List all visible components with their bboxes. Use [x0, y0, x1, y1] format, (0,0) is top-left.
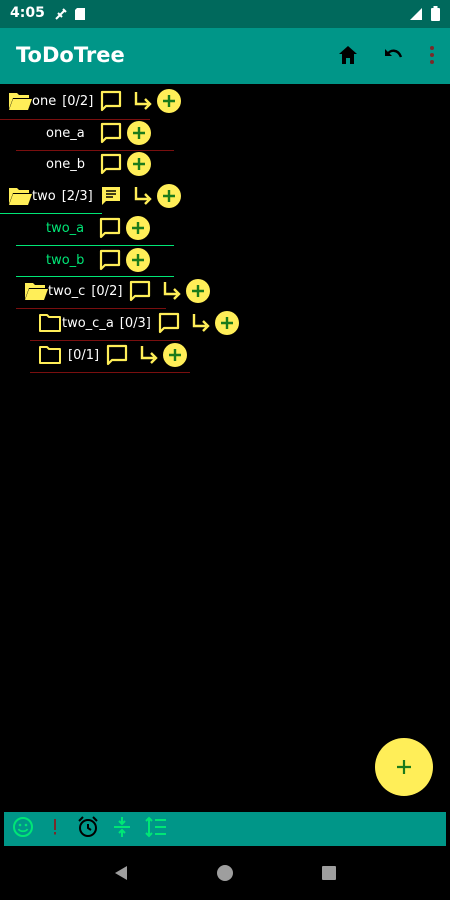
tree-count: [0/3]	[119, 315, 151, 331]
tree-count: [0/2]	[62, 93, 94, 109]
system-nav-bar	[0, 850, 450, 900]
folder-open-icon[interactable]	[24, 281, 48, 301]
tree-row-two-c-a[interactable]: two_c_a [0/3]	[38, 307, 239, 339]
subdirectory-arrow-icon[interactable]	[131, 90, 153, 112]
tree-label[interactable]: one	[32, 93, 57, 109]
tree-row-two-b[interactable]: two_b	[46, 244, 151, 276]
comment-icon[interactable]	[98, 248, 122, 272]
tree-label[interactable]: two_a	[46, 220, 85, 236]
sd-card-icon	[74, 6, 86, 25]
back-icon[interactable]	[113, 865, 129, 885]
undo-icon[interactable]	[382, 43, 406, 71]
comment-icon[interactable]	[98, 216, 122, 240]
folder-icon[interactable]	[38, 313, 62, 333]
tree-row-unnamed[interactable]: [0/1]	[38, 339, 188, 371]
app-bar: ToDoTree	[0, 28, 450, 84]
smiley-icon[interactable]	[12, 816, 34, 842]
tree-row-one-b[interactable]: one_b	[46, 148, 151, 180]
usb-debug-icon	[54, 6, 68, 25]
subdirectory-arrow-icon[interactable]	[137, 344, 159, 366]
add-circle-icon[interactable]	[163, 343, 188, 367]
more-vert-icon[interactable]	[428, 43, 436, 71]
add-circle-icon[interactable]	[214, 311, 239, 335]
folder-open-icon[interactable]	[8, 186, 32, 206]
folder-icon[interactable]	[38, 345, 62, 365]
app-title: ToDoTree	[16, 43, 125, 67]
exclamation-icon[interactable]	[44, 816, 66, 842]
tree-label[interactable]: two_c_a	[62, 315, 114, 331]
add-icon	[397, 760, 411, 774]
comment-icon[interactable]	[99, 121, 123, 145]
status-time: 4:05	[10, 5, 45, 21]
tree-count: [0/1]	[68, 347, 100, 363]
add-circle-icon[interactable]	[186, 279, 211, 303]
subdirectory-arrow-icon[interactable]	[189, 312, 211, 334]
bottom-toolbar	[4, 812, 446, 846]
comment-icon[interactable]	[99, 89, 123, 113]
tree-label[interactable]: one_a	[46, 125, 85, 141]
tree-row-two-a[interactable]: two_a	[46, 212, 151, 244]
comment-icon[interactable]	[99, 152, 123, 176]
signal-icon	[409, 6, 423, 25]
add-circle-icon[interactable]	[126, 121, 151, 145]
tree-row-one-a[interactable]: one_a	[46, 117, 151, 149]
tree-count: [2/3]	[61, 188, 93, 204]
add-circle-icon[interactable]	[126, 248, 151, 272]
add-circle-icon[interactable]	[126, 152, 151, 176]
tree-row-one[interactable]: one [0/2]	[8, 85, 182, 117]
battery-icon	[431, 6, 440, 25]
todo-tree: one [0/2] one_a one_b two [2/3] two_a	[0, 84, 450, 812]
format-line-spacing-icon[interactable]	[144, 815, 168, 843]
add-circle-icon[interactable]	[126, 216, 151, 240]
tree-count: [0/2]	[91, 283, 123, 299]
comment-icon[interactable]	[105, 343, 129, 367]
status-bar: 4:05	[0, 0, 450, 28]
tree-label[interactable]: two	[32, 188, 56, 204]
add-circle-icon[interactable]	[157, 89, 182, 113]
subdirectory-arrow-icon[interactable]	[131, 185, 153, 207]
subdirectory-arrow-icon[interactable]	[160, 280, 182, 302]
tree-label[interactable]: two_c	[48, 283, 86, 299]
folder-open-icon[interactable]	[8, 91, 32, 111]
recents-icon[interactable]	[321, 865, 337, 885]
comment-icon[interactable]	[157, 311, 181, 335]
home-nav-icon[interactable]	[216, 864, 234, 886]
tree-row-two-c[interactable]: two_c [0/2]	[24, 275, 211, 307]
tree-label[interactable]: one_b	[46, 156, 85, 172]
home-icon[interactable]	[336, 43, 360, 71]
add-circle-icon[interactable]	[156, 184, 181, 208]
alarm-icon[interactable]	[76, 815, 100, 843]
comment-icon[interactable]	[128, 279, 152, 303]
comment-filled-icon[interactable]	[99, 184, 123, 208]
tree-label[interactable]: two_b	[46, 252, 85, 268]
vertical-align-center-icon[interactable]	[110, 815, 134, 843]
tree-row-two[interactable]: two [2/3]	[8, 180, 181, 212]
add-root-fab[interactable]	[375, 738, 433, 796]
